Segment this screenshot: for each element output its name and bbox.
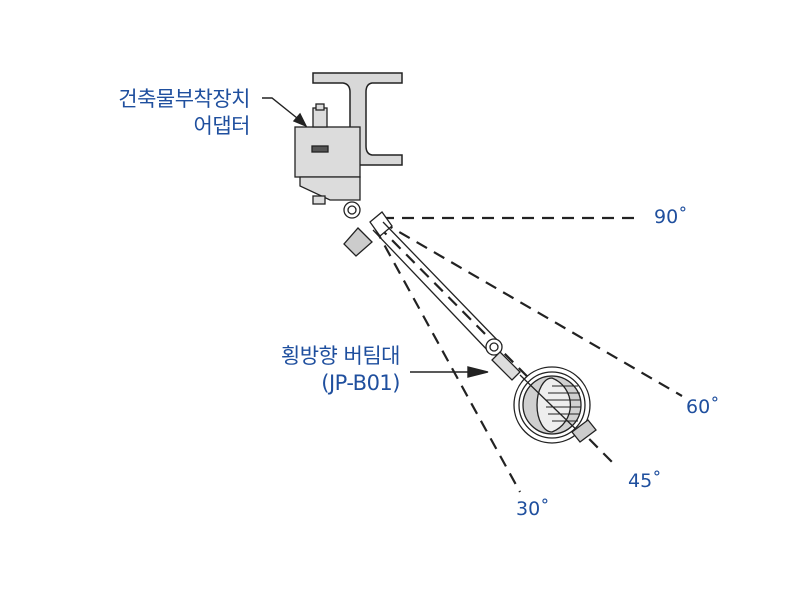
brace-arrow-icon — [467, 366, 489, 378]
brace-label-line1: 횡방향 버팀대 — [280, 344, 401, 368]
angle-label-45: 45˚ — [628, 470, 662, 492]
adapter-arrow-icon — [292, 112, 308, 128]
adapter-label-line1: 건축물부착장치 — [118, 87, 250, 111]
attachment-adapter — [294, 103, 361, 219]
angle-label-30: 30˚ — [516, 498, 550, 520]
angle-line-30 — [374, 227, 521, 493]
brace-label: 횡방향 버팀대 (JP-B01) — [200, 343, 401, 397]
adapter-label: 건축물부착장치 어댑터 — [60, 86, 250, 140]
angle-lines — [374, 216, 683, 493]
pipe-clamp — [513, 366, 597, 444]
i-beam — [312, 72, 403, 166]
angle-label-60: 60˚ — [686, 396, 720, 418]
angle-line-60 — [381, 221, 683, 397]
adapter-leader — [262, 97, 303, 123]
brace-label-line2: (JP-B01) — [321, 371, 400, 395]
leader-lines — [262, 97, 489, 378]
brace-rod — [343, 211, 521, 381]
adapter-label-line2: 어댑터 — [193, 114, 251, 138]
angle-label-90: 90˚ — [654, 206, 688, 228]
